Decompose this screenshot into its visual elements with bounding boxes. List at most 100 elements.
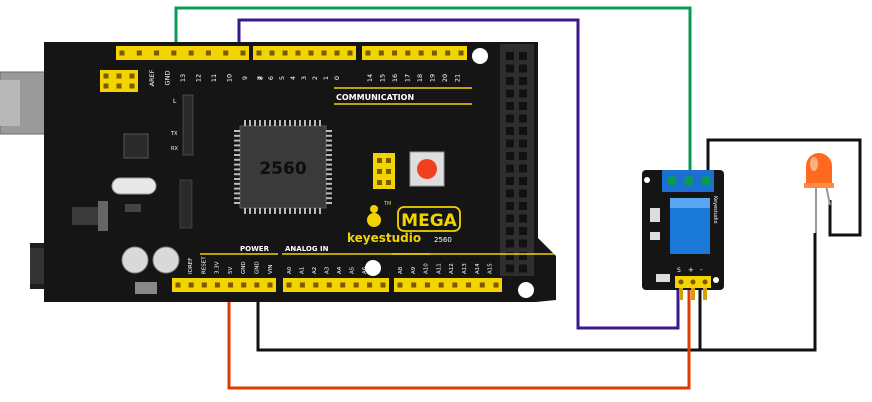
smd-strip [179,179,193,229]
bottom-pin-label: A10 [424,263,430,274]
mount-hole [518,282,534,298]
chip-pin [326,144,332,147]
mount-hole [365,260,381,276]
top-pin-label: GND [164,71,172,86]
header-hole [519,189,527,198]
relay-pin [702,279,708,285]
chip-pin [259,208,261,214]
header-hole [397,282,403,288]
bottom-pin-label: A6 [362,266,368,274]
usb-chip [123,133,149,159]
chip-pin [314,120,316,126]
header-hole [136,50,142,56]
header-hole [129,83,135,89]
led-lead [825,184,831,206]
header-hole [201,282,207,288]
header-hole [506,264,514,273]
chip-pin [234,178,240,180]
top-pin-label: 14 [366,74,374,82]
header-hole [506,114,514,123]
header-hole [214,282,220,288]
relay-body-top [670,198,710,208]
top-pin-label: 4 [289,76,297,80]
bottom-pin-label: VIN [268,265,274,275]
header-hole [340,282,346,288]
chip-pin [259,120,261,126]
led-rx-label: RX [171,146,178,152]
voltage-regulator-tab [98,201,108,231]
header-hole [519,252,527,260]
chip-pin [234,168,240,171]
header-hole [313,282,319,288]
chip-pin [326,187,332,190]
header-hole [205,50,211,56]
header-hole [269,50,275,56]
wire-relay-led [706,138,862,237]
header-hole [175,282,181,288]
chip-pin [304,120,306,126]
double-header-holes [506,52,527,273]
analog-header-strip-2 [394,278,502,292]
header-strip-mid [253,46,356,60]
header-hole [405,50,411,56]
header-hole [506,77,514,85]
header-hole [506,177,514,185]
header-hole [519,227,527,235]
header-hole [321,50,327,56]
mount-hole [713,277,719,283]
chip-pin [249,208,251,214]
header-hole [424,282,430,288]
top-pin-label: 15 [379,74,387,82]
icsp-header-2 [373,153,395,189]
bottom-pin-label: A14 [475,263,481,274]
header-hole [452,282,458,288]
header-hole [116,83,122,89]
terminal-screw [701,176,711,186]
bottom-pin-label: A5 [350,266,356,274]
chip-pin [294,208,296,214]
bottom-pin-label: 5V [228,267,234,274]
bottom-pin-label: A3 [325,266,331,274]
top-pin-label: 6 [267,76,275,80]
chip-pin [234,149,240,152]
chip-pin [326,168,332,171]
header-hole [519,177,527,185]
chip-pin [279,208,281,214]
mount-hole [472,48,488,64]
power-jack-face [30,248,44,284]
chip-pin [234,158,240,161]
chip-pin [249,120,251,126]
chip-pin [326,192,332,195]
keyestudio-logo: TM keyestudio [347,201,421,245]
header-hole [188,282,194,288]
chip-pin [234,197,240,200]
led-component [804,153,834,233]
chip-pin [294,120,296,126]
chip-pin [326,149,332,152]
relay-pin-plus: + [688,266,694,274]
header-hole [506,127,514,135]
header-hole [445,50,451,56]
relay-pin-minus: - [700,266,703,274]
chip-pin [289,120,291,126]
wires [174,6,862,390]
top-pin-label: 10 [226,74,234,82]
chip-pin [299,208,301,214]
header-hole [519,127,527,135]
power-header-strip [172,278,276,292]
chip-pin [326,173,332,176]
header-hole [431,50,437,56]
bottom-pin-label: A9 [411,266,417,274]
top-pin-label: 9 [241,76,249,80]
header-hole [458,50,464,56]
header-hole [466,282,472,288]
header-hole [286,282,292,288]
header-strip-left [116,46,249,60]
top-pin-label: 1 [322,76,330,80]
led-tx-label: TX [170,131,178,137]
header-hole [154,50,160,56]
chip-pin [326,158,332,161]
header-hole [506,252,514,260]
chip-pin [319,208,321,214]
